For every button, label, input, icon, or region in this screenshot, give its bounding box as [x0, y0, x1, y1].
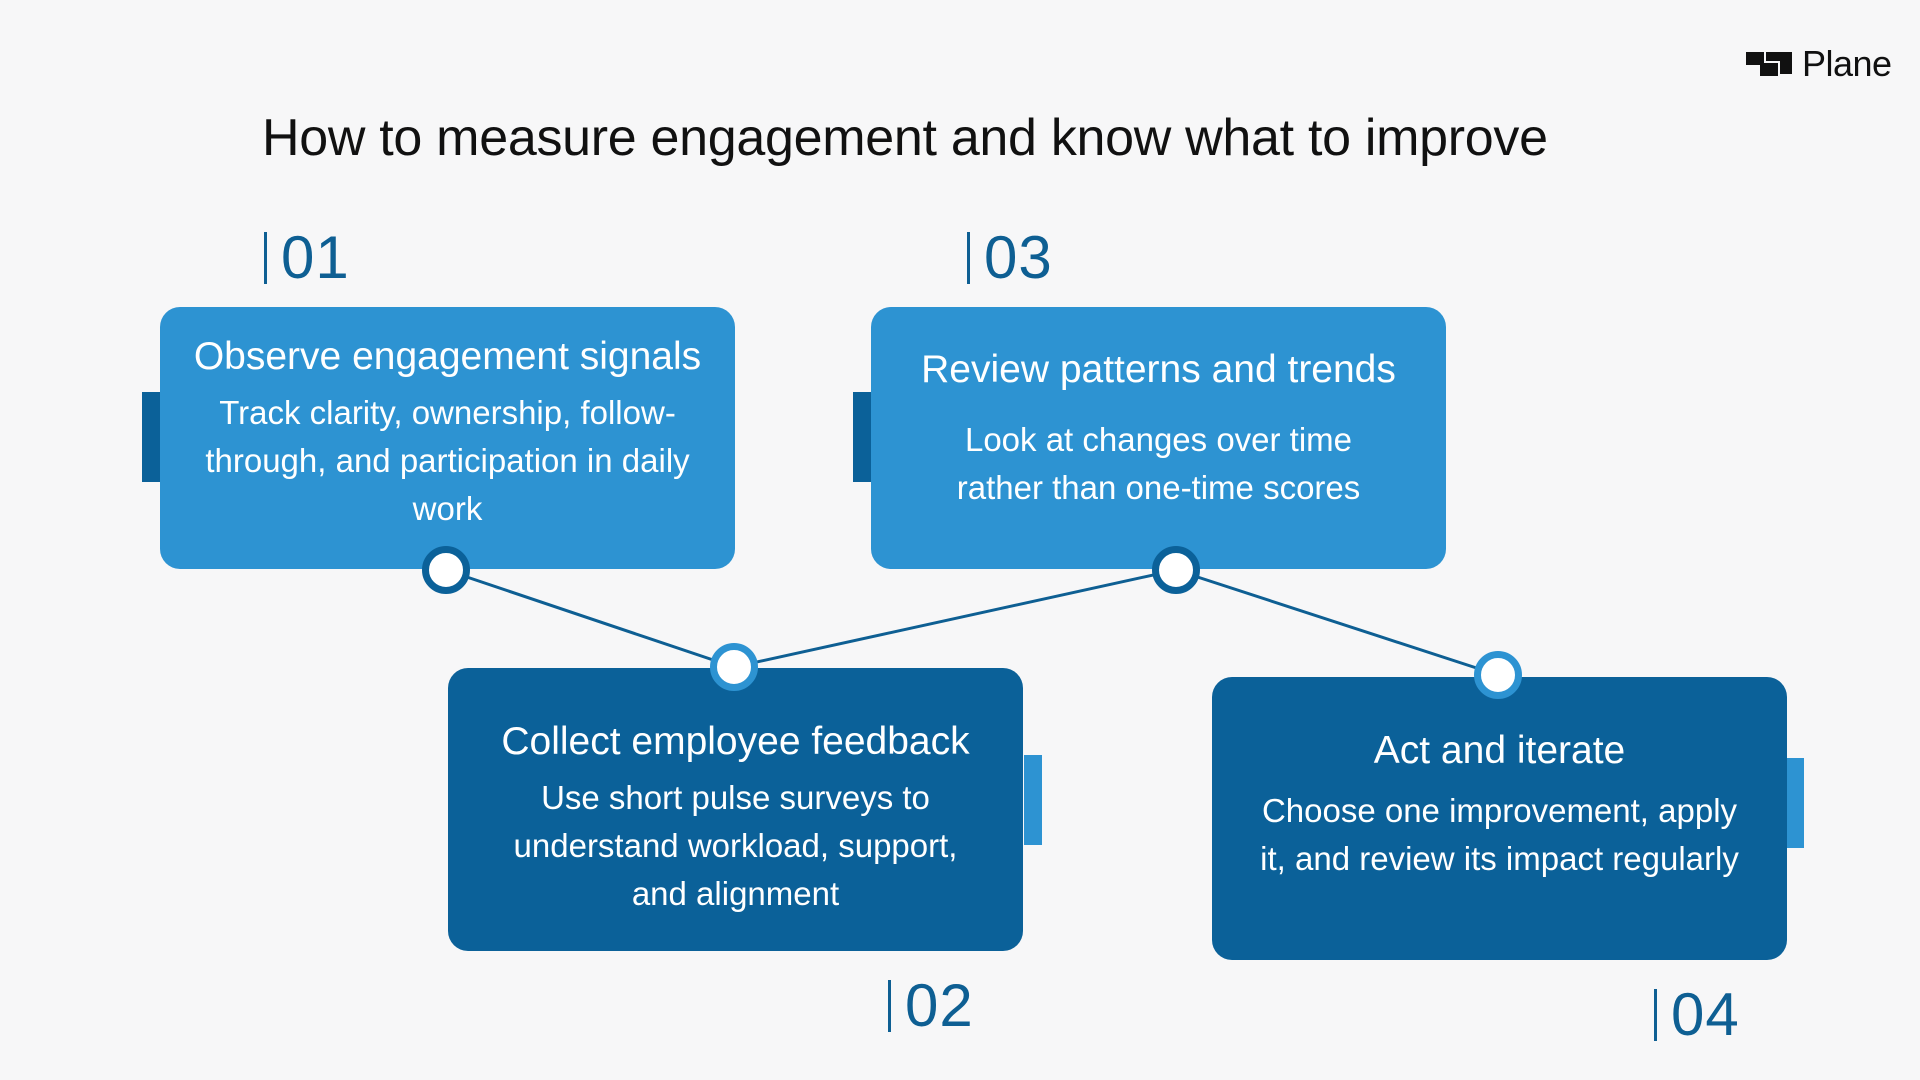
timeline-node-01: [422, 546, 470, 594]
step-number-text: 02: [905, 972, 974, 1039]
step-card-title: Collect employee feedback: [501, 720, 970, 763]
step-number-01: 01: [264, 228, 350, 288]
card-side-tab: [1024, 755, 1042, 845]
step-card-description: Use short pulse surveys to understand wo…: [513, 779, 958, 912]
card-side-tab: [853, 392, 871, 482]
step-number-text: 03: [984, 224, 1053, 291]
step-number-03: 03: [967, 228, 1053, 288]
step-number-02: 02: [888, 976, 974, 1036]
timeline-node-04: [1474, 651, 1522, 699]
step-card-title: Observe engagement signals: [193, 335, 702, 378]
step-card-act: Act and iterate Choose one improvement, …: [1212, 677, 1787, 960]
step-number-text: 04: [1671, 981, 1740, 1048]
card-side-tab: [142, 392, 160, 482]
step-card-description: Track clarity, ownership, follow-through…: [205, 394, 690, 527]
step-number-bar: [264, 232, 267, 284]
card-side-tab: [1786, 758, 1804, 848]
brand-name: Plane: [1802, 43, 1892, 84]
timeline-node-02: [710, 643, 758, 691]
brand-logo: Plane: [1744, 43, 1892, 85]
step-card-title: Act and iterate: [1373, 729, 1626, 772]
step-card-description: Choose one improvement, apply it, and re…: [1260, 792, 1739, 877]
step-card-title: Review patterns and trends: [921, 348, 1396, 391]
step-card-collect: Collect employee feedback Use short puls…: [448, 668, 1023, 951]
timeline-connector: [445, 568, 1499, 677]
step-number-04: 04: [1654, 985, 1740, 1045]
step-card-observe: Observe engagement signals Track clarity…: [160, 307, 735, 569]
step-card-description: Look at changes over time rather than on…: [956, 421, 1361, 506]
step-number-bar: [1654, 989, 1657, 1041]
page-title: How to measure engagement and know what …: [262, 109, 1548, 167]
step-number-bar: [967, 232, 970, 284]
step-number-bar: [888, 980, 891, 1032]
step-card-review: Review patterns and trends Look at chang…: [871, 307, 1446, 569]
timeline-node-03: [1152, 546, 1200, 594]
step-number-text: 01: [281, 224, 350, 291]
plane-logo-icon: [1746, 52, 1792, 76]
